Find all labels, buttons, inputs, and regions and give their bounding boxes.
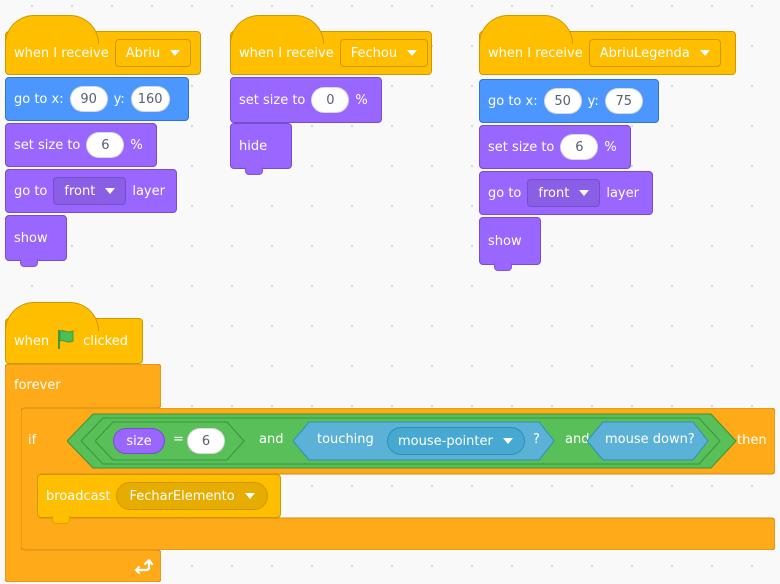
size-input[interactable]: 6	[560, 134, 599, 160]
broadcast-block[interactable]: broadcast FecharElemento	[37, 474, 281, 524]
caret-down-icon	[502, 438, 513, 444]
loop-arrow-icon	[133, 556, 154, 580]
if-then-block[interactable]: if then size = 6 and	[21, 408, 775, 550]
and-operator-outer[interactable]: size = 6 and touching mouse-pointer ? an…	[67, 413, 737, 469]
question-label: ?	[533, 432, 540, 447]
equals-operator[interactable]: size = 6	[95, 421, 245, 461]
mouse-down-label: mouse down?	[605, 432, 695, 447]
x-input[interactable]: 90	[69, 86, 108, 112]
hat-label: when I receive	[488, 45, 583, 61]
when-i-receive-hat-3[interactable]: when I receive AbriuLegenda	[479, 15, 736, 75]
set-size-label: set size to	[488, 139, 555, 155]
broadcast-label: broadcast	[46, 488, 111, 504]
size-input[interactable]: 0	[311, 87, 350, 113]
hide-label: hide	[239, 138, 268, 154]
mouse-down-block[interactable]: mouse down?	[587, 421, 709, 461]
and-label-1: and	[259, 432, 284, 447]
layer-label: layer	[606, 185, 639, 201]
go-to-layer-block-1[interactable]: go to front layer	[5, 169, 177, 213]
compare-value-input[interactable]: 6	[187, 428, 225, 454]
percent-label: %	[130, 137, 143, 153]
message-value: Fechou	[350, 45, 398, 61]
forever-label: forever	[14, 378, 61, 393]
caret-down-icon	[407, 50, 418, 56]
broadcast-dropdown[interactable]: FecharElemento	[116, 482, 268, 510]
layer-value: front	[64, 183, 96, 199]
caret-down-icon	[244, 493, 255, 499]
then-label: then	[737, 433, 767, 448]
when-i-receive-hat-1[interactable]: when I receive Abriu	[5, 15, 201, 75]
set-size-label: set size to	[239, 92, 306, 108]
set-size-label: set size to	[14, 137, 81, 153]
show-block-2[interactable]: show	[479, 217, 541, 271]
go-to-layer-block-2[interactable]: go to front layer	[479, 171, 653, 215]
go-to-xy-block-1[interactable]: go to x: 90 y: 160	[5, 77, 189, 121]
percent-label: %	[604, 139, 617, 155]
and-label-2: and	[565, 432, 590, 447]
and-operator-inner[interactable]: size = 6 and touching mouse-pointer ? an…	[81, 417, 721, 465]
message-dropdown[interactable]: AbriuLegenda	[588, 39, 721, 67]
show-label: show	[14, 230, 48, 246]
show-label: show	[488, 233, 522, 249]
when-label: when	[14, 333, 50, 349]
caret-down-icon	[699, 50, 710, 56]
layer-label: layer	[132, 183, 165, 199]
if-label: if	[28, 433, 37, 448]
hat-label: when I receive	[14, 45, 109, 61]
caret-down-icon	[105, 188, 116, 194]
equals-label: =	[173, 432, 184, 447]
green-flag-icon	[55, 328, 77, 354]
mouse-down-shape	[587, 421, 709, 461]
hide-block[interactable]: hide	[230, 123, 292, 175]
touching-dropdown[interactable]: mouse-pointer	[387, 427, 525, 455]
layer-dropdown[interactable]: front	[527, 179, 601, 207]
size-input[interactable]: 6	[86, 132, 125, 158]
percent-label: %	[355, 92, 368, 108]
show-block-1[interactable]: show	[5, 215, 67, 267]
message-dropdown[interactable]: Fechou	[339, 39, 429, 67]
message-value: Abriu	[125, 45, 161, 61]
y-input[interactable]: 160	[130, 86, 170, 112]
clicked-label: clicked	[83, 333, 128, 349]
size-reporter[interactable]: size	[113, 428, 165, 454]
broadcast-value: FecharElemento	[129, 488, 235, 504]
y-label: y:	[587, 93, 599, 109]
goto-layer-label: go to	[488, 185, 522, 201]
set-size-block-3[interactable]: set size to 6 %	[479, 125, 631, 169]
y-input[interactable]: 75	[604, 88, 643, 114]
message-dropdown[interactable]: Abriu	[114, 39, 192, 67]
go-to-xy-block-2[interactable]: go to x: 50 y: 75	[479, 79, 659, 123]
when-flag-clicked-hat[interactable]: when clicked	[5, 302, 143, 364]
when-i-receive-hat-2[interactable]: when I receive Fechou	[230, 15, 432, 75]
message-value: AbriuLegenda	[599, 45, 690, 61]
goto-label: go to x:	[488, 93, 538, 109]
touching-value: mouse-pointer	[398, 433, 493, 449]
touching-label: touching	[317, 432, 374, 447]
goto-label: go to x:	[14, 91, 64, 107]
caret-down-icon	[579, 190, 590, 196]
touching-block[interactable]: touching mouse-pointer ?	[293, 421, 555, 461]
set-size-block-1[interactable]: set size to 6 %	[5, 123, 157, 167]
set-size-block-2[interactable]: set size to 0 %	[230, 77, 382, 123]
goto-layer-label: go to	[14, 183, 48, 199]
layer-value: front	[538, 185, 570, 201]
x-input[interactable]: 50	[543, 88, 582, 114]
layer-dropdown[interactable]: front	[53, 177, 127, 205]
caret-down-icon	[170, 50, 181, 56]
hat-label: when I receive	[239, 45, 334, 61]
y-label: y:	[113, 91, 125, 107]
